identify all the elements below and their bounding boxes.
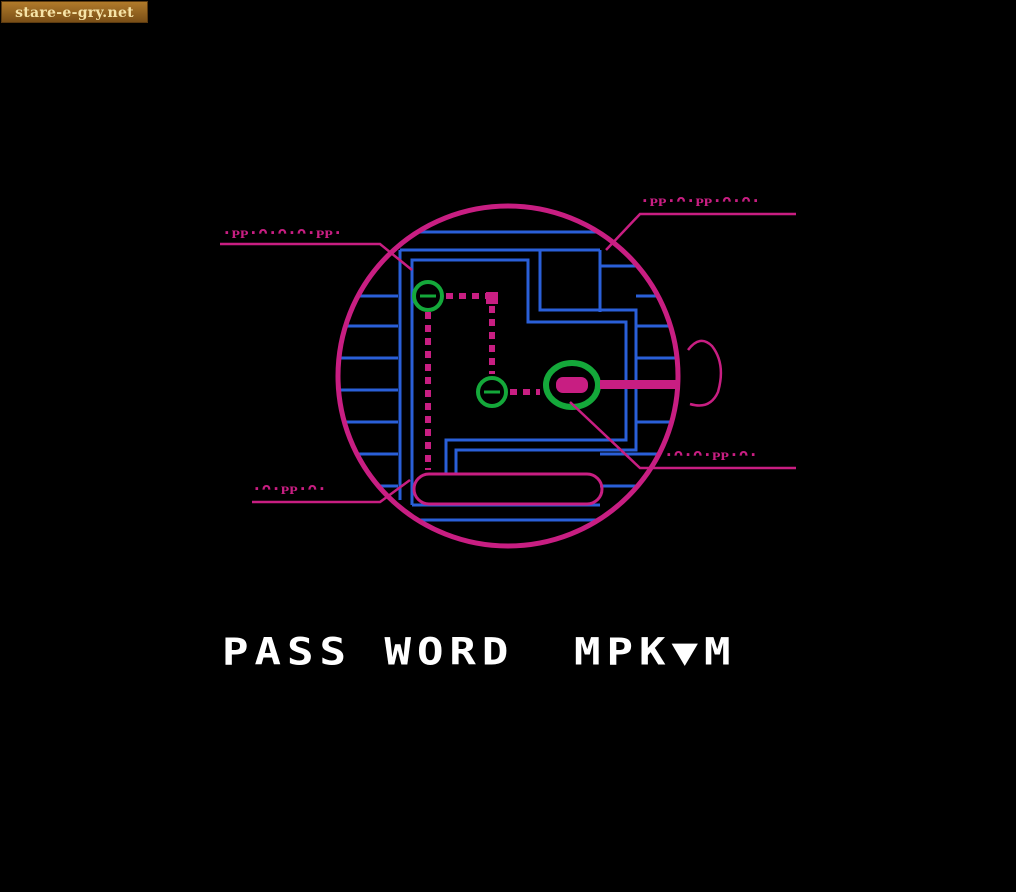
site-watermark: stare-e-gry.net <box>1 1 148 23</box>
callout-top-left: ·ᴘᴘ·ᴖ·ᴖ·ᴖ·ᴘᴘ· <box>222 223 343 242</box>
trace-node <box>486 292 498 304</box>
green-core-node <box>543 360 601 410</box>
connector-bar <box>600 380 680 389</box>
callout-bottom-right: ·ᴖ·ᴖ·ᴘᴘ·ᴖ· <box>664 445 758 464</box>
side-loop <box>687 339 723 407</box>
callout-top-right: ·ᴘᴘ·ᴖ·ᴘᴘ·ᴖ·ᴖ· <box>640 191 761 210</box>
capsule-slot <box>412 472 604 506</box>
password-label: PASS WORD <box>222 630 515 674</box>
blue-circuit-lines <box>338 230 678 522</box>
board-circle <box>335 203 681 549</box>
password-code: MPK▼M <box>574 630 737 674</box>
callout-bottom-left: ·ᴖ·ᴘᴘ·ᴖ· <box>252 479 327 498</box>
green-node-2 <box>476 376 508 408</box>
callout-leaders <box>220 212 796 504</box>
dotted-traces <box>425 293 540 470</box>
green-node-1 <box>412 280 444 312</box>
